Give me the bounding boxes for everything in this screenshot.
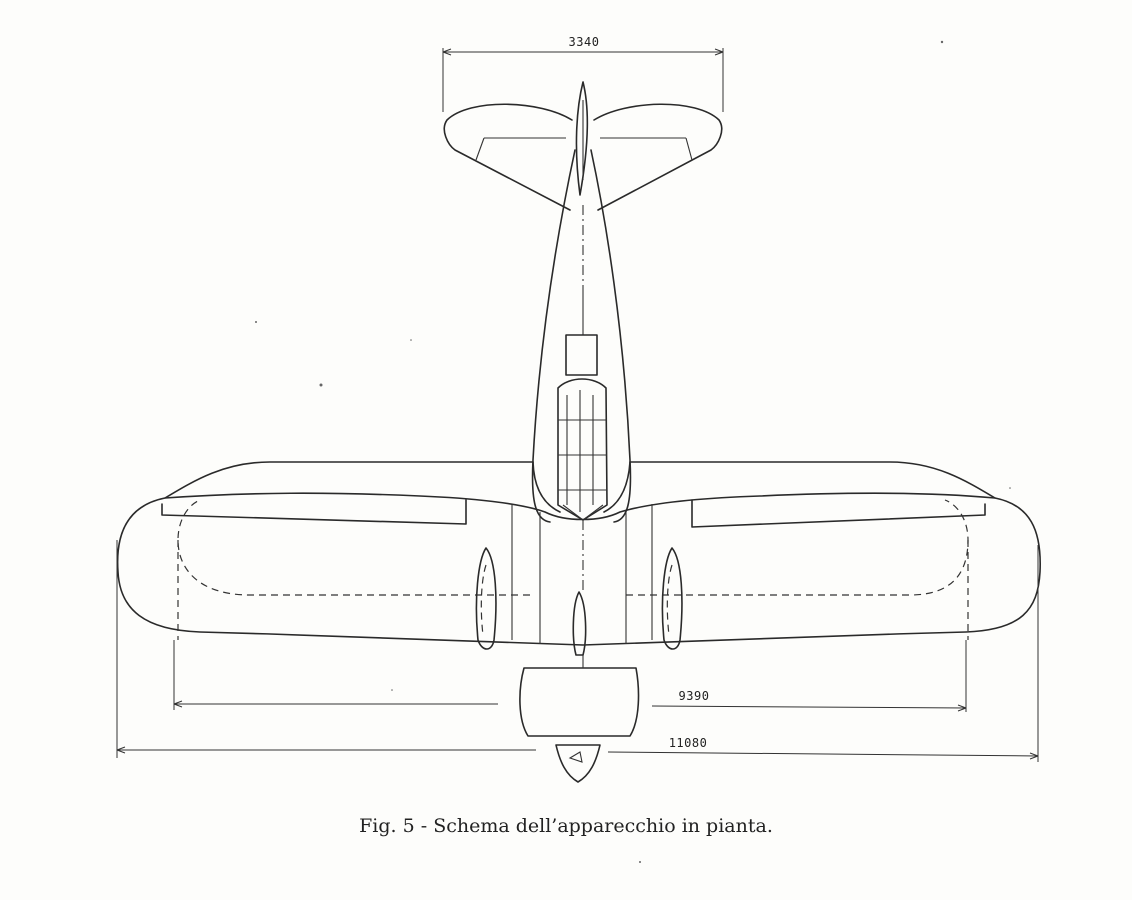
dimension-tail-span: 3340 xyxy=(442,35,724,112)
dimension-inner-span: 9390 xyxy=(173,640,967,712)
dimension-label-11080: 11080 xyxy=(669,736,708,750)
engine-cowling xyxy=(519,655,640,737)
horizontal-stabilizer xyxy=(443,103,723,211)
fuselage xyxy=(531,149,632,523)
propeller-spinner xyxy=(555,744,601,783)
figure-caption: Fig. 5 - Schema dell’apparecchio in pian… xyxy=(359,815,773,837)
dimension-label-3340: 3340 xyxy=(569,35,600,49)
dimension-wing-span: 11080 xyxy=(116,540,1039,762)
scan-specks xyxy=(255,40,1011,863)
wing xyxy=(116,461,1041,656)
dimension-label-9390: 9390 xyxy=(679,689,710,703)
vertical-fin xyxy=(575,81,589,196)
